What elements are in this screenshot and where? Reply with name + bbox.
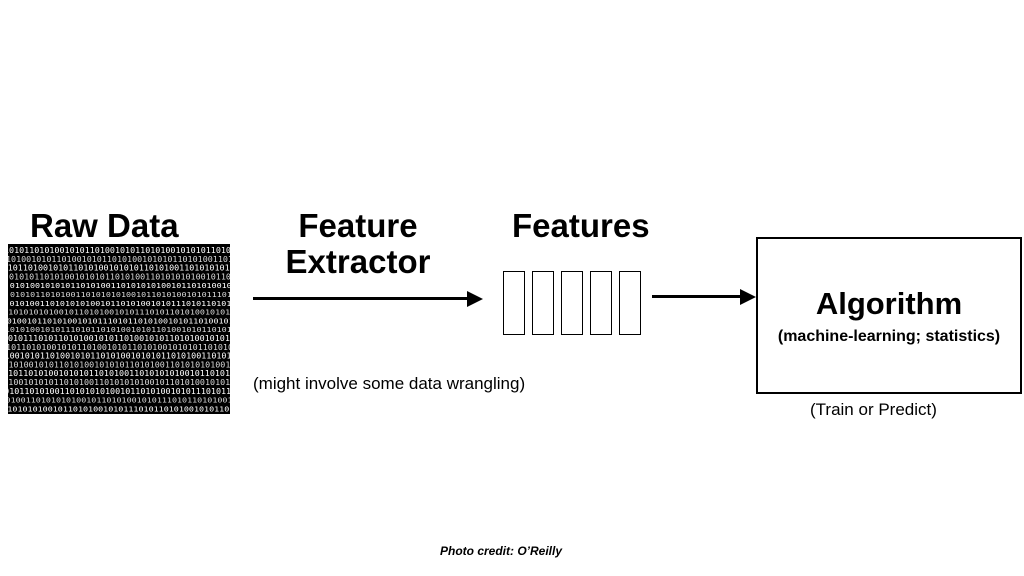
binary-row: 1010101010010110101001010111010110101001… [8, 309, 230, 317]
algorithm-box: Algorithm (machine-learning; statistics) [756, 237, 1022, 394]
feature-cell [503, 271, 525, 335]
algorithm-subtitle: (machine-learning; statistics) [777, 328, 1001, 345]
train-or-predict-note: (Train or Predict) [810, 400, 937, 419]
binary-row: 0101001101010101001011010100101011101011… [10, 300, 231, 308]
feature-cell [532, 271, 554, 335]
binary-row: 1010110101001101010101001011010100101011… [8, 387, 230, 396]
features-title: Features [512, 207, 650, 244]
algorithm-title: Algorithm [815, 286, 963, 321]
binary-row: 0101011010100101010110101001101010101001… [9, 272, 230, 281]
feature-extractor-title-line1: Feature [298, 207, 418, 244]
photo-credit: Photo credit: O’Reilly [440, 544, 563, 558]
extractor-arrow-head [467, 290, 483, 307]
binary-row: 1010100101011101011010100101011010010101… [8, 325, 230, 334]
binary-row: 0100101101010010101110101101010010101101… [8, 316, 230, 325]
binary-row: 1010010101011010100110101010100101101010… [8, 378, 230, 387]
binary-row: 0101011010100110101010100101101010010101… [10, 291, 230, 299]
binary-row: 1010110101001010101101010011010101010010… [8, 369, 230, 378]
binary-row: 1010010101101001010110101001010101101010… [8, 255, 230, 264]
feature-extractor-title-line2: Extractor [285, 243, 431, 280]
feature-extractor-title: Feature Extractor [282, 208, 434, 280]
binary-row: 1010110101001010110100101011010100101010… [8, 246, 230, 255]
binary-row: 1010011010101010010110101001010111010110… [8, 396, 230, 405]
binary-row: 0101010100101101010010101110101101010010… [8, 405, 230, 413]
algorithm-arrow-head [740, 288, 756, 305]
binary-row: 0101001010101101010011010101010010110101… [10, 281, 230, 290]
binary-row: 0101101010010101101001010110101001010101… [8, 343, 230, 352]
binary-row: 1010111010110101001010110100101011010100… [8, 334, 230, 343]
data-wrangling-note: (might involve some data wrangling) [253, 374, 526, 393]
binary-row: 1011010010101101010010101011010100110101… [8, 264, 230, 273]
raw-data-binary-image: 1010110101001010110100101011010100101010… [8, 244, 230, 414]
binary-row: 0100101011010010101101010010101011010100… [8, 352, 230, 361]
feature-cell [561, 271, 583, 335]
feature-cell [619, 271, 641, 335]
feature-cell [590, 271, 612, 335]
extractor-arrow-line [253, 297, 469, 300]
binary-row: 0110100101011010100101010110101001101010… [8, 360, 230, 369]
algorithm-arrow-line [652, 295, 742, 298]
raw-data-title: Raw Data [30, 207, 179, 244]
